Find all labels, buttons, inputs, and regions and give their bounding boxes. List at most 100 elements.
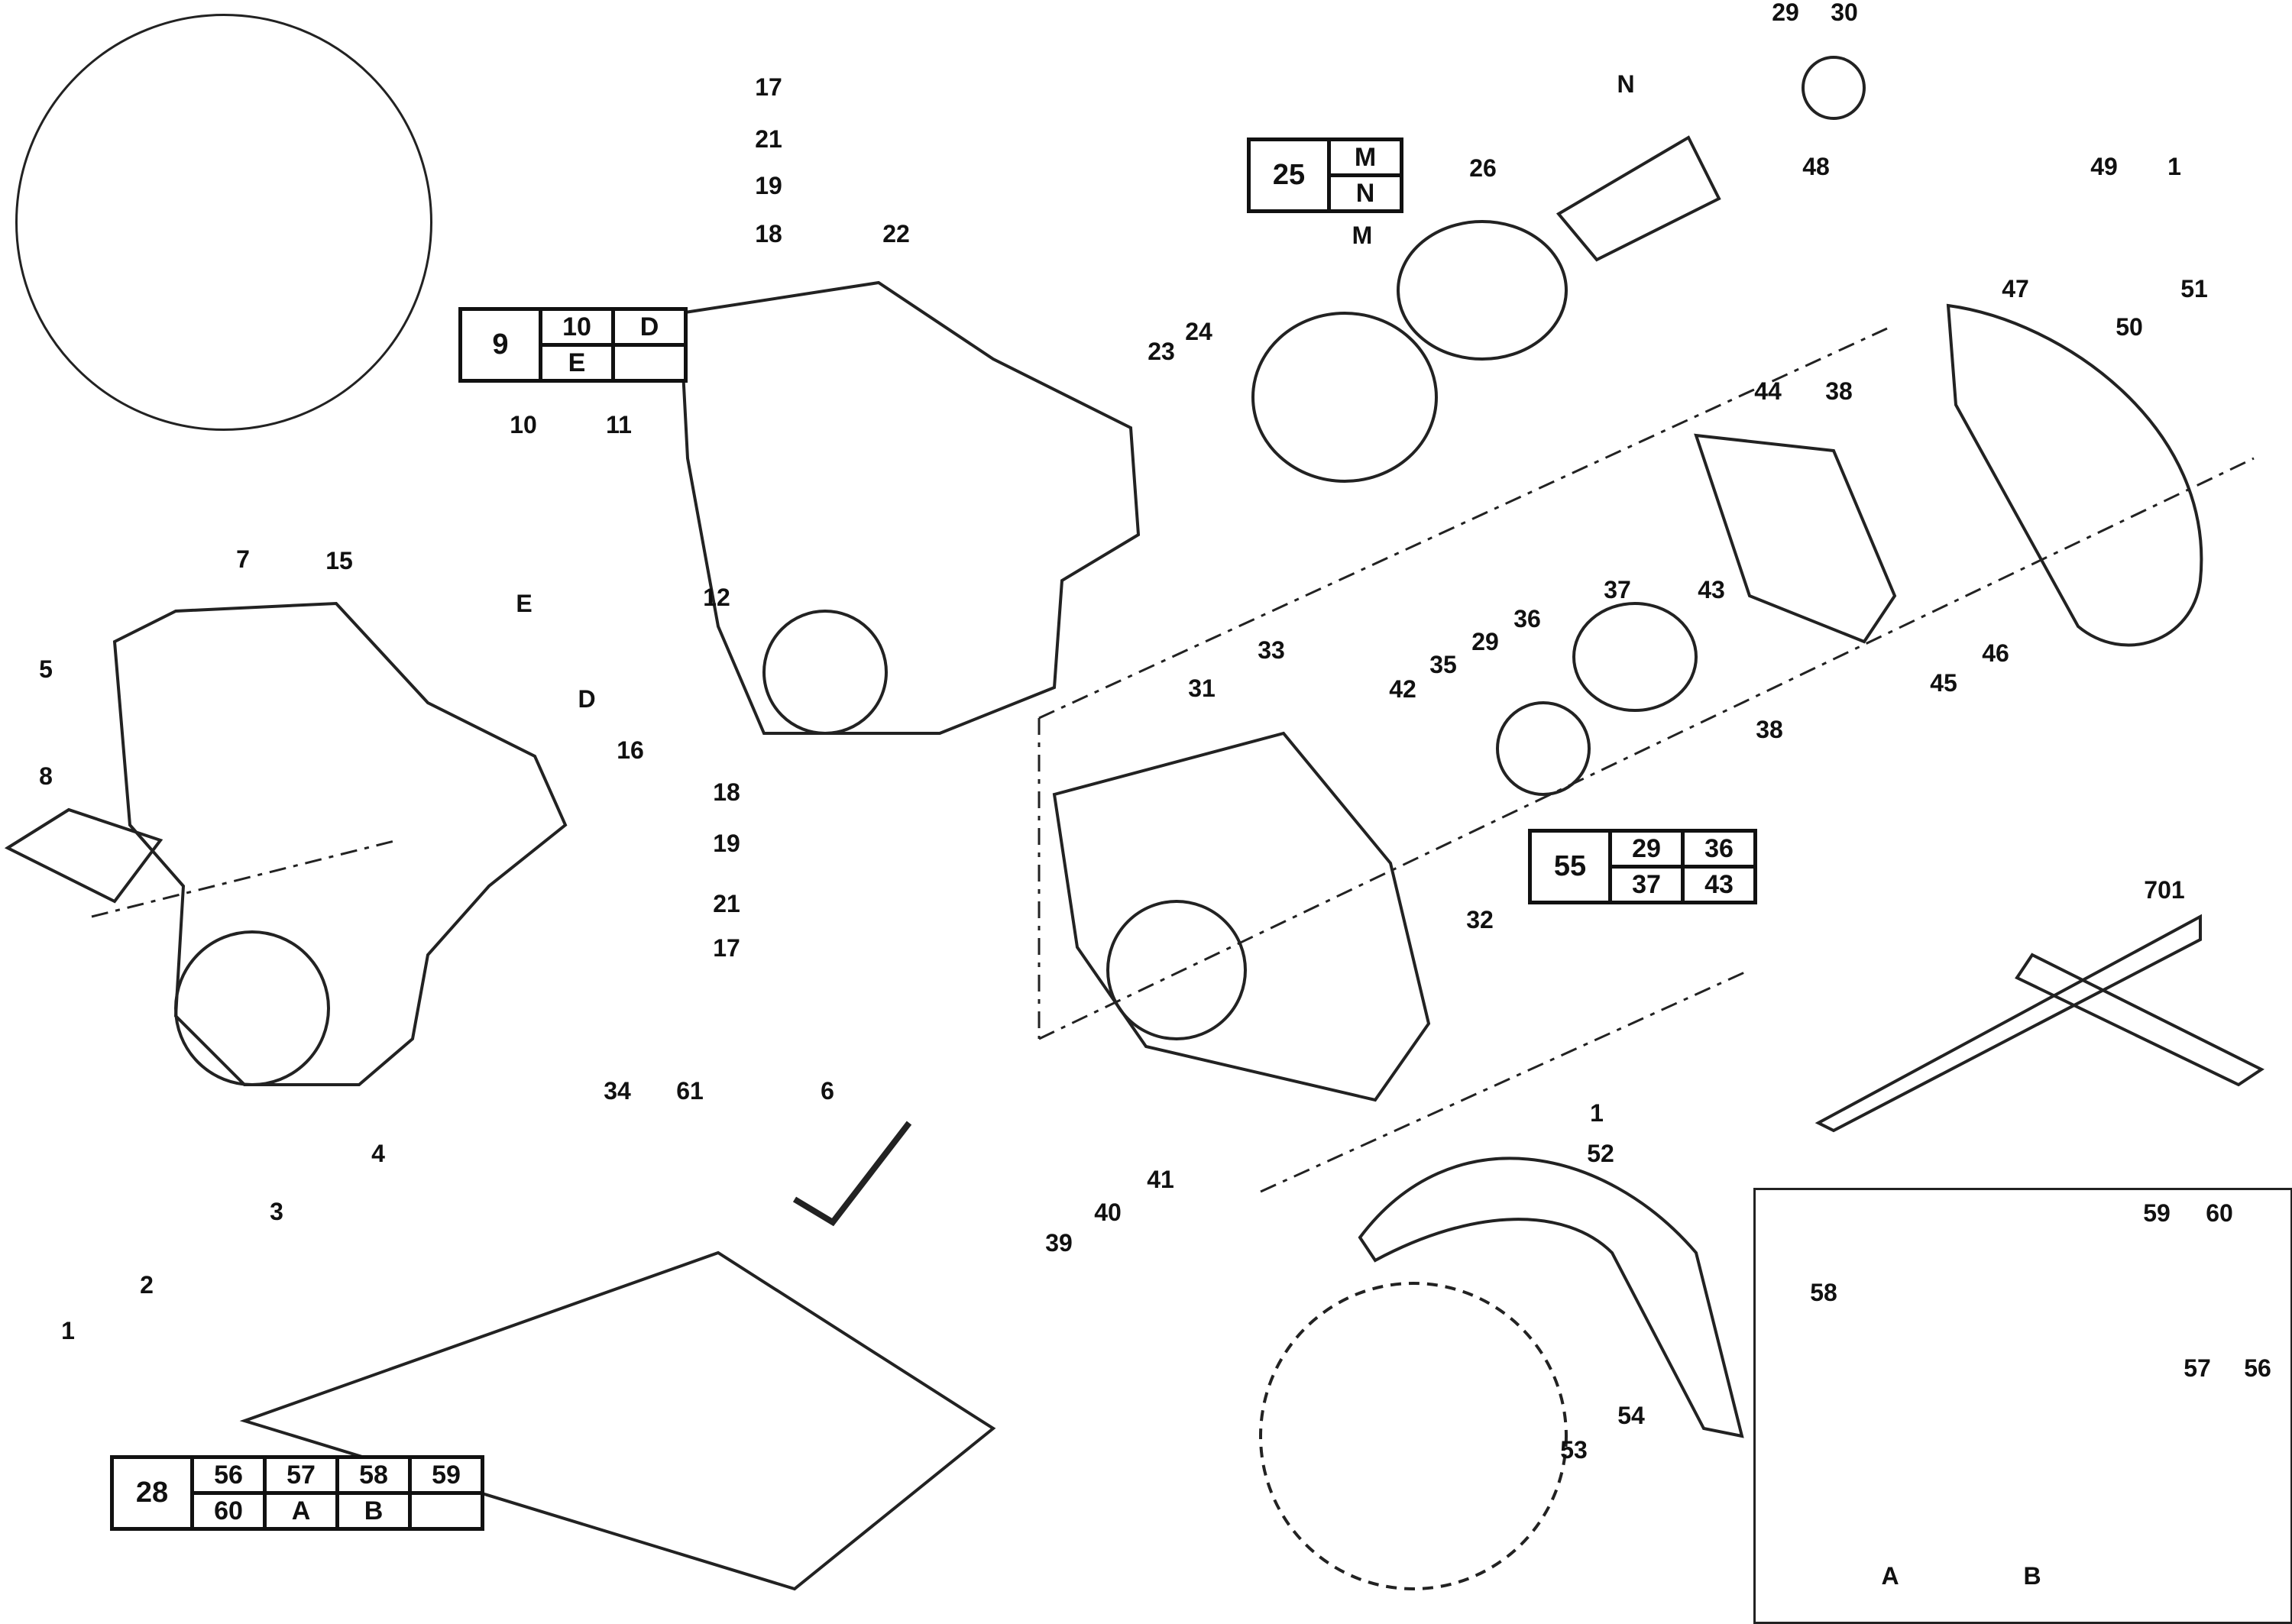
detail-inset-base-scale bbox=[1753, 1188, 2292, 1624]
callout-19b: 19 bbox=[713, 830, 740, 857]
armature-part-N bbox=[1556, 135, 1721, 262]
kit-9-cell: E bbox=[539, 343, 615, 383]
housing-part-22 bbox=[678, 280, 1141, 735]
kit-25-main: 25 bbox=[1247, 137, 1331, 213]
kit-28-cell: 58 bbox=[335, 1455, 412, 1495]
magnet-part-26 bbox=[1397, 220, 1568, 361]
callout-17b: 17 bbox=[713, 934, 740, 962]
callout-40: 40 bbox=[1094, 1199, 1122, 1226]
callout-D: D bbox=[578, 685, 596, 713]
bearing-part-30 bbox=[1802, 56, 1866, 120]
kit-9-cell bbox=[611, 343, 688, 383]
upper-guard-part-44 bbox=[1694, 433, 1897, 644]
saw-blade bbox=[1259, 1282, 1568, 1590]
kit-28-cell: A bbox=[263, 1491, 339, 1531]
callout-37: 37 bbox=[1604, 576, 1631, 603]
callout-M: M bbox=[1352, 222, 1373, 249]
callout-41: 41 bbox=[1147, 1166, 1174, 1193]
gear-part-36 bbox=[1496, 701, 1591, 796]
callout-5: 5 bbox=[39, 655, 53, 683]
kit-9-main: 9 bbox=[458, 307, 542, 383]
callout-26: 26 bbox=[1469, 154, 1497, 182]
callout-3: 3 bbox=[270, 1198, 283, 1225]
hex-key-part-6 bbox=[792, 1121, 912, 1227]
callout-E: E bbox=[516, 590, 533, 617]
callout-1b: 1 bbox=[1590, 1099, 1604, 1127]
callout-29: 29 bbox=[1772, 0, 1799, 26]
callout-7: 7 bbox=[236, 545, 250, 573]
callout-50: 50 bbox=[2116, 313, 2143, 341]
gear-housing-part-31 bbox=[1052, 731, 1431, 1102]
callout-38: 38 bbox=[1825, 377, 1853, 405]
callout-54: 54 bbox=[1617, 1402, 1645, 1429]
callout-43: 43 bbox=[1698, 576, 1725, 603]
kit-9-cell: 10 bbox=[539, 307, 615, 347]
callout-1c: 1 bbox=[61, 1317, 75, 1344]
motor-housing-part-7 bbox=[112, 601, 568, 1086]
kit-55-cell: 36 bbox=[1681, 829, 1757, 869]
callout-18b: 18 bbox=[713, 778, 740, 806]
callout-44: 44 bbox=[1754, 377, 1782, 405]
callout-24: 24 bbox=[1185, 318, 1212, 345]
callout-10: 10 bbox=[510, 411, 537, 438]
gear-case-part-37 bbox=[1572, 602, 1698, 712]
kit-55-cell: 37 bbox=[1608, 865, 1685, 904]
callout-21b: 21 bbox=[713, 890, 740, 917]
callout-53: 53 bbox=[1560, 1436, 1588, 1464]
kit-28-cell: 59 bbox=[408, 1455, 484, 1495]
kit-table-28: 28 56 57 58 59 60 A B bbox=[110, 1455, 484, 1531]
callout-12: 12 bbox=[703, 584, 730, 611]
callout-23: 23 bbox=[1148, 338, 1175, 365]
callout-2: 2 bbox=[140, 1271, 154, 1299]
detail-inset-brush-holder bbox=[15, 14, 432, 431]
callout-A: A bbox=[1881, 1562, 1899, 1590]
callout-22: 22 bbox=[882, 220, 910, 247]
rip-fence-part-701 bbox=[1814, 914, 2264, 1133]
callout-N: N bbox=[1617, 70, 1635, 98]
callout-36: 36 bbox=[1513, 605, 1541, 632]
callout-1: 1 bbox=[2167, 153, 2181, 180]
callout-35: 35 bbox=[1429, 651, 1457, 678]
callout-58: 58 bbox=[1810, 1279, 1837, 1306]
callout-56: 56 bbox=[2244, 1354, 2271, 1382]
kit-28-cell: 56 bbox=[190, 1455, 267, 1495]
callout-701: 701 bbox=[2144, 876, 2185, 904]
kit-table-55: 55 29 36 37 43 bbox=[1528, 829, 1757, 904]
callout-39: 39 bbox=[1045, 1229, 1073, 1257]
callout-30: 30 bbox=[1831, 0, 1858, 26]
callout-46: 46 bbox=[1982, 639, 2009, 667]
kit-table-9: 9 10 D E bbox=[458, 307, 688, 383]
callout-59: 59 bbox=[2143, 1199, 2171, 1227]
kit-28-main: 28 bbox=[110, 1455, 194, 1531]
callout-29b: 29 bbox=[1471, 628, 1499, 655]
callout-31: 31 bbox=[1188, 675, 1216, 702]
kit-25-cell: N bbox=[1327, 173, 1403, 213]
stator-part-M bbox=[1251, 312, 1438, 483]
callout-34: 34 bbox=[604, 1077, 631, 1105]
kit-9-cell: D bbox=[611, 307, 688, 347]
callout-38b: 38 bbox=[1756, 716, 1783, 743]
callout-11: 11 bbox=[606, 411, 632, 438]
callout-18: 18 bbox=[755, 220, 782, 247]
callout-42: 42 bbox=[1389, 675, 1416, 703]
callout-61: 61 bbox=[676, 1077, 704, 1105]
kit-55-cell: 29 bbox=[1608, 829, 1685, 869]
callout-16: 16 bbox=[617, 736, 644, 764]
callout-45: 45 bbox=[1930, 669, 1957, 697]
callout-15: 15 bbox=[325, 547, 353, 574]
callout-4: 4 bbox=[371, 1140, 385, 1167]
label-part-8 bbox=[4, 807, 163, 904]
callout-51: 51 bbox=[2180, 275, 2208, 302]
brand-badge bbox=[174, 930, 330, 1086]
callout-49: 49 bbox=[2090, 153, 2118, 180]
kit-28-cell: 57 bbox=[263, 1455, 339, 1495]
kit-28-cell: 60 bbox=[190, 1491, 267, 1531]
callout-60: 60 bbox=[2206, 1199, 2233, 1227]
callout-17: 17 bbox=[755, 73, 782, 101]
callout-47: 47 bbox=[2002, 275, 2029, 302]
kit-55-main: 55 bbox=[1528, 829, 1612, 904]
callout-52: 52 bbox=[1587, 1140, 1614, 1167]
callout-57: 57 bbox=[2184, 1354, 2211, 1382]
kit-table-25: 25 M N bbox=[1247, 137, 1403, 213]
